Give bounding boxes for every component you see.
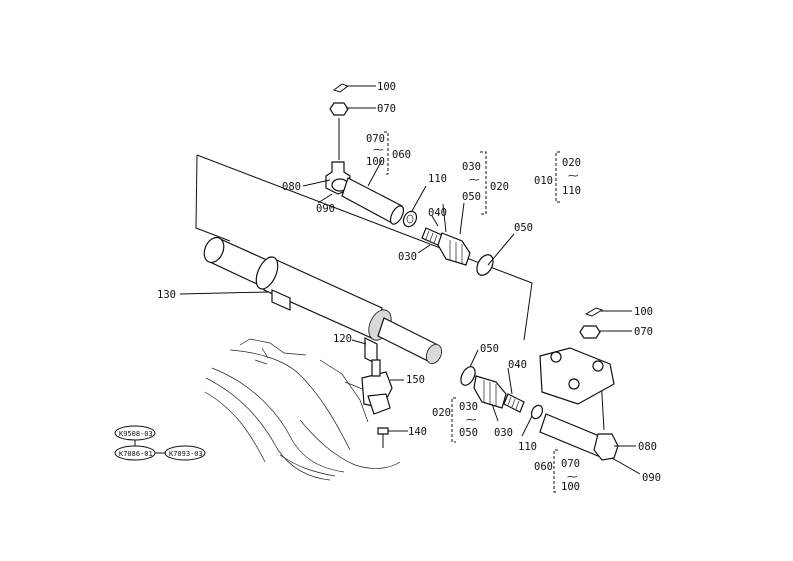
ref-label-2: K7086-01 (119, 450, 153, 458)
label-070-b1: 070 (366, 133, 385, 145)
label-090-top: 090 (316, 203, 335, 215)
label-080-top: 080 (282, 181, 301, 193)
group-bracket-b4 (451, 397, 456, 443)
label-040-top: 040 (428, 207, 447, 219)
label-030-low: 030 (494, 427, 513, 439)
label-110-top: 110 (428, 173, 447, 185)
cotter-pin-100 (332, 83, 350, 93)
castle-nut-070-lower (579, 325, 601, 339)
label-130: 130 (157, 289, 176, 301)
bolt-140 (377, 427, 389, 435)
ref-label-3: K7093-03 (169, 450, 203, 458)
label-100-b5: 100 (561, 481, 580, 493)
label-070-right: 070 (634, 326, 653, 338)
label-tilde-b3: ⁓ (568, 170, 579, 182)
exploded-view-frame (195, 154, 533, 341)
ref-label-1: K9508-03 (119, 430, 153, 438)
bolt-120 (371, 359, 381, 377)
label-tilde-b4: ⁓ (466, 414, 477, 426)
ref-oval-3 (164, 445, 206, 461)
label-020-top: 020 (490, 181, 509, 193)
group-brackets (384, 131, 560, 493)
label-100-right: 100 (634, 306, 653, 318)
label-150: 150 (406, 374, 425, 386)
label-140: 140 (408, 426, 427, 438)
leader-lines (179, 85, 641, 475)
label-040-mid: 040 (508, 359, 527, 371)
clamp-ring-050-lower (460, 366, 476, 386)
label-030-b2: 030 (462, 161, 481, 173)
label-110-b3: 110 (562, 185, 581, 197)
label-020-b3: 020 (562, 157, 581, 169)
tie-rod-end-080-lower (593, 433, 619, 461)
group-bracket-b5 (553, 449, 558, 493)
ref-oval-1 (114, 425, 156, 441)
group-bracket-b2 (480, 151, 487, 215)
label-050-b4: 050 (459, 427, 478, 439)
group-bracket-b3 (555, 151, 560, 203)
part-labels: 100 070 070 ⁓ 100 060 080 090 110 040 03… (157, 81, 661, 493)
steering-cylinder-130 (203, 236, 442, 365)
label-010: 010 (534, 175, 553, 187)
clamp-ring-050 (476, 254, 494, 276)
castle-nut-070 (329, 102, 349, 116)
reference-ovals: K9508-03 K7086-01 K7093-03 (114, 425, 206, 461)
label-070-b5: 070 (561, 458, 580, 470)
label-070-top: 070 (377, 103, 396, 115)
label-tilde-b5: ⁓ (567, 471, 578, 483)
upper-tie-rod-parts (325, 83, 494, 276)
label-020-low: 020 (432, 407, 451, 419)
label-tilde-b2: ⁓ (469, 174, 480, 186)
label-050-top: 050 (514, 222, 533, 234)
group-bracket-b1 (384, 131, 389, 175)
tie-rod-tube-060-lower (539, 413, 605, 457)
label-120: 120 (333, 333, 352, 345)
label-090-right: 090 (642, 472, 661, 484)
lock-nut-110 (402, 210, 418, 228)
label-110-low: 110 (518, 441, 537, 453)
ref-oval-2 (114, 445, 156, 461)
lock-nut-110-lower (530, 404, 544, 420)
label-060-b5: 060 (534, 461, 553, 473)
label-050-mid: 050 (480, 343, 499, 355)
label-050-b2: 050 (462, 191, 481, 203)
lower-tie-rod-parts (460, 307, 619, 461)
label-100-b1: 100 (366, 156, 385, 168)
label-tilde-b1: ⁓ (373, 144, 384, 156)
threaded-piece-040 (503, 393, 525, 413)
label-030-top: 030 (398, 251, 417, 263)
ball-joint-050 (437, 232, 471, 266)
label-030-b4: 030 (459, 401, 478, 413)
label-060-b1: 060 (392, 149, 411, 161)
label-100-top: 100 (377, 81, 396, 93)
label-080-right: 080 (638, 441, 657, 453)
mounting-bracket-parts (361, 359, 393, 448)
